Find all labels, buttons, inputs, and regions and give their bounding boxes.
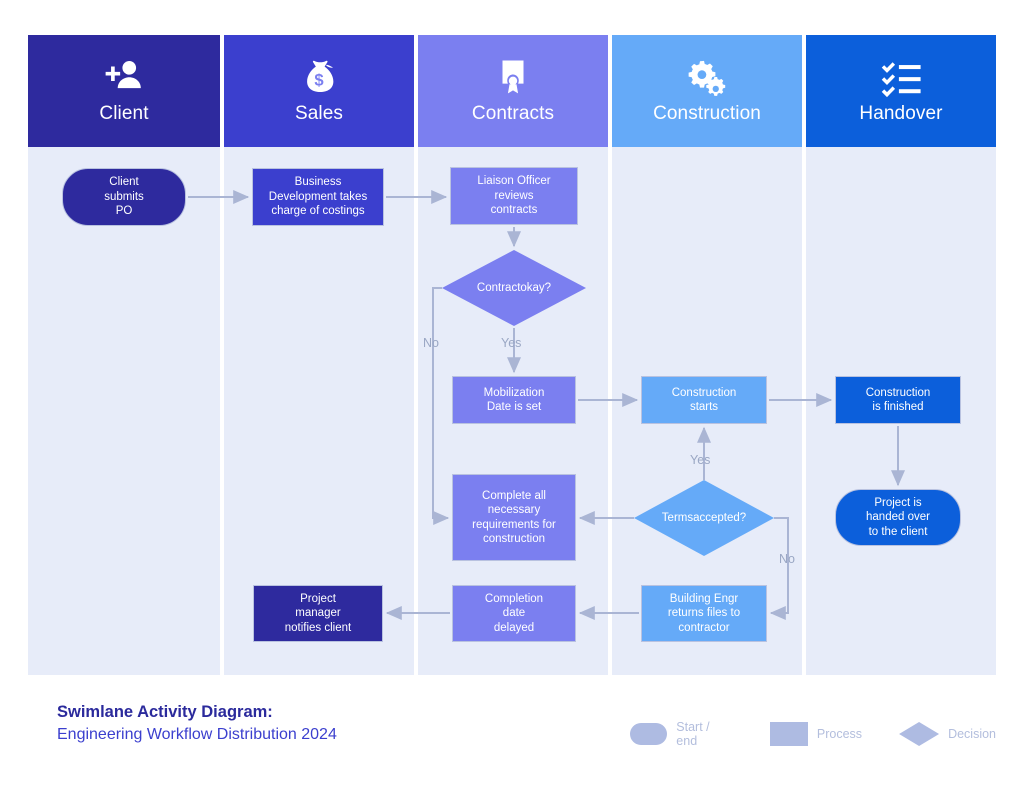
legend-swatch-decision xyxy=(899,722,940,746)
money-bag-icon: $ xyxy=(298,57,340,99)
swimlane-handover: Handover xyxy=(806,35,996,675)
swimlane-title-construction: Construction xyxy=(653,103,761,124)
decision-label-terms-accepted: Termsaccepted? xyxy=(661,511,747,524)
swimlane-header-contracts: Contracts xyxy=(418,35,608,147)
legend-label-decision: Decision xyxy=(948,727,996,741)
swimlane-header-client: Client xyxy=(28,35,220,147)
legend-item-decision: Decision xyxy=(899,722,996,746)
swimlane-construction: Construction xyxy=(612,35,802,675)
edge-label-terms-accepted-no: No xyxy=(779,552,795,566)
swimlane-contracts: Contracts xyxy=(418,35,608,675)
legend-item-start-end: Start / end xyxy=(630,720,733,748)
swimlane-title-sales: Sales xyxy=(294,103,344,124)
certificate-icon xyxy=(492,57,534,99)
decision-label-contract-okay: Contractokay? xyxy=(476,281,552,294)
legend-swatch-start-end xyxy=(630,723,668,745)
legend-label-start-end: Start / end xyxy=(676,720,710,748)
swimlane-header-handover: Handover xyxy=(806,35,996,147)
swimlane-header-sales: $ Sales xyxy=(224,35,414,147)
edge-label-terms-accepted-yes: Yes xyxy=(690,453,711,467)
edge-label-contract-okay-no: No xyxy=(423,336,439,350)
svg-text:$: $ xyxy=(314,71,323,90)
legend-label-process: Process xyxy=(816,727,863,741)
swimlane-sales: $ Sales xyxy=(224,35,414,675)
decision-contract-okay[interactable]: Contractokay? xyxy=(442,250,586,326)
legend-swatch-process xyxy=(769,722,808,746)
page-title: Swimlane Activity Diagram: xyxy=(57,703,273,721)
swimlane-title-handover: Handover xyxy=(859,103,943,124)
add-user-icon xyxy=(103,57,145,99)
edge-label-contract-okay-yes: Yes xyxy=(501,336,522,350)
swimlane-title-client: Client xyxy=(99,103,149,124)
legend: Start / end Process Decision xyxy=(630,720,1024,748)
page-subtitle: Engineering Workflow Distribution 2024 xyxy=(57,726,337,743)
legend-item-process: Process xyxy=(769,722,863,746)
swimlane-header-construction: Construction xyxy=(612,35,802,147)
swimlane-title-contracts: Contracts xyxy=(471,103,555,124)
checklist-icon xyxy=(880,57,922,99)
gears-icon xyxy=(686,57,728,99)
swimlane-client: Client xyxy=(28,35,220,675)
footer: Swimlane Activity Diagram: Engineering W… xyxy=(0,690,1024,780)
decision-terms-accepted[interactable]: Termsaccepted? xyxy=(634,480,774,556)
